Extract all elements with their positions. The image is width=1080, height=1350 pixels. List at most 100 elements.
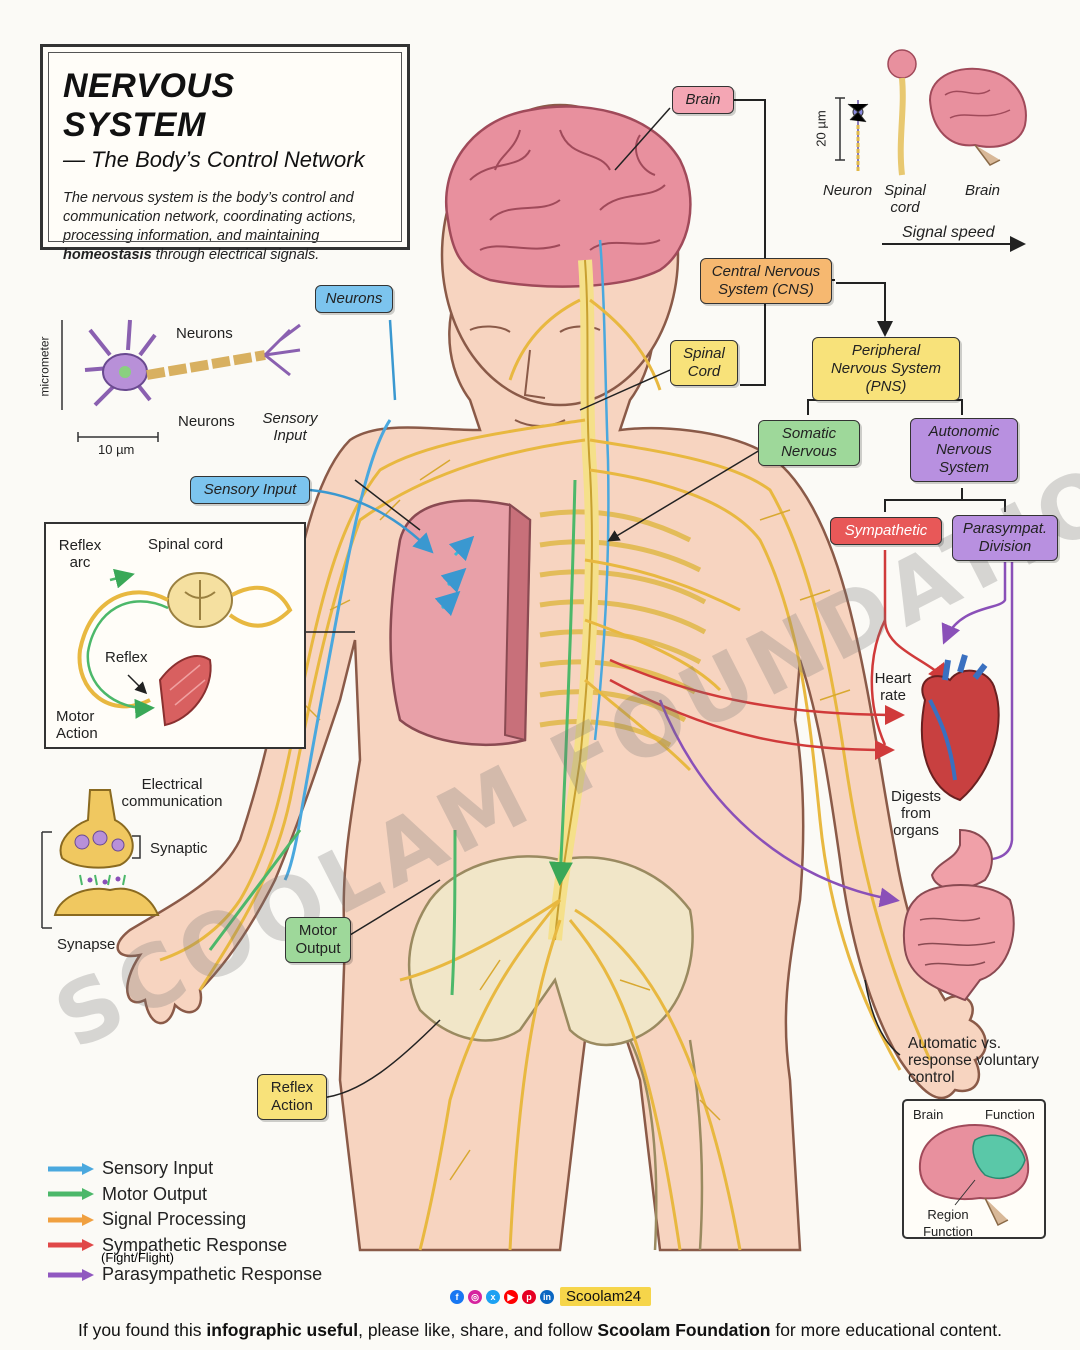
footer-bold-2: Scoolam Foundation (597, 1320, 771, 1340)
neuron-label-top: Neurons (176, 325, 233, 342)
nerves (159, 298, 932, 1251)
face (469, 325, 601, 427)
label-autonomic: Autonomic Nervous System (910, 418, 1018, 482)
lung-section (503, 503, 532, 742)
scale-panel (835, 49, 1027, 252)
heart-rate-label: Heart rate (874, 670, 912, 704)
bf-brain-label: Brain (913, 1107, 944, 1122)
social-bar: f ◎ x ▶ p in Scoolam24 (450, 1287, 652, 1306)
automatic-control-label: Automatic vs. response voluntary control (908, 1035, 1039, 1086)
social-handle[interactable]: Scoolam24 (560, 1287, 652, 1306)
footer-text-1: If you found this (77, 1320, 207, 1340)
motor-action-label: Motor Action (56, 708, 98, 742)
linkedin-icon[interactable]: in (540, 1289, 554, 1304)
footer-text-2: , please like, share, and follow (358, 1320, 598, 1340)
label-parasympathetic: Parasympat. Division (952, 515, 1058, 561)
legend-item: Motor Output (46, 1182, 322, 1208)
cns-to-pns-arrow (836, 282, 893, 337)
pinterest-icon[interactable]: p (522, 1289, 536, 1304)
digests-label: Digests from organs (890, 788, 942, 839)
neuron-axis-label: micrometer (37, 336, 52, 397)
pelvis-motor-signal (450, 829, 457, 996)
legend-arrow-icon (48, 1239, 94, 1252)
bf-region-label: Region Function (923, 1207, 973, 1239)
main-title: NERVOUS SYSTEM (63, 67, 235, 144)
scale-20um: 20 µm (813, 110, 829, 147)
legend-label: Parasympathetic Response (102, 1264, 323, 1285)
scale-brain-label: Brain (965, 182, 1001, 199)
description-bold: homeostasis (63, 247, 152, 263)
scale-neuron-label: Neuron (823, 182, 873, 199)
label-neurons: Neurons (315, 285, 393, 313)
lung-organ (389, 499, 532, 747)
spine-green-signal (548, 479, 577, 886)
youtube-icon[interactable]: ▶ (504, 1289, 518, 1304)
reflex-arc-label: Reflex arc (58, 537, 102, 571)
legend-label: Sympathetic Response (102, 1234, 288, 1255)
signal-speed-label: Signal speed (902, 224, 995, 241)
lung-signal-arrows (434, 535, 475, 617)
synapse-label: Synapse (57, 936, 116, 953)
label-sympathetic: Sympathetic (830, 517, 942, 545)
label-brain: Brain (672, 86, 734, 114)
reflex-spinal-label: Spinal cord (148, 536, 224, 553)
femur (628, 1039, 704, 1251)
sympathetic-arrows (609, 550, 949, 760)
legend-arrow-icon (48, 1268, 94, 1281)
legend-arrow-icon (48, 1188, 94, 1201)
legend-arrow-icon (48, 1213, 94, 1226)
spinal-cord-outline (554, 259, 593, 941)
facebook-icon[interactable]: f (450, 1289, 464, 1304)
ans-branch (884, 488, 1006, 512)
legend-item: Sensory Input (46, 1156, 322, 1182)
neuron-sensory-label: Sensory Input (262, 410, 318, 444)
label-spinal-cord: Spinal Cord (670, 340, 738, 386)
neuron-scale-label: 10 µm (98, 442, 135, 457)
neuron-label-bottom: Neurons (178, 413, 235, 430)
footer-text-3: for more educational content. (770, 1320, 1002, 1340)
x-icon[interactable]: x (486, 1289, 500, 1304)
spine-blue-signal (593, 239, 610, 741)
brain-function-panel (918, 1123, 1030, 1227)
arm-motor-signal (208, 829, 302, 951)
synapse-panel (41, 789, 160, 929)
label-reflex-action: Reflex Action (257, 1074, 327, 1120)
legend-item: Sympathetic Response (46, 1233, 322, 1259)
intestine-folds (917, 917, 996, 966)
footer: If you found this infographic useful, pl… (0, 1320, 1080, 1341)
legend-label: Motor Output (102, 1183, 208, 1204)
reflex-label: Reflex (105, 649, 148, 666)
description-part2: through electrical signals. (151, 247, 320, 263)
description: The nervous system is the body’s control… (63, 189, 387, 265)
scale-spinal-label: Spinal cord (884, 182, 926, 216)
synaptic-label: Synaptic (150, 840, 208, 857)
legend-item: Parasympathetic Response (46, 1262, 322, 1288)
footer-bold-1: infographic useful (206, 1320, 359, 1340)
label-pns: Peripheral Nervous System (PNS) (812, 337, 960, 401)
legend-arrow-icon (48, 1162, 94, 1175)
body-silhouette (116, 268, 987, 1252)
intestines (902, 884, 1015, 1002)
bf-function-label: Function (985, 1107, 1035, 1122)
legend-label: Sensory Input (102, 1158, 214, 1179)
reflex-panel (77, 568, 293, 727)
legend-sublabel: (Fight/Flight) (101, 1250, 174, 1265)
label-cns: Central Nervous System (CNS) (700, 258, 832, 304)
label-sensory-input: Sensory Input (190, 476, 310, 504)
legend-item: Signal Processing (46, 1207, 322, 1233)
arm-sensory-signal (283, 419, 392, 881)
title-box: NERVOUS SYSTEM — The Body’s Control Netw… (40, 44, 410, 263)
legend-label: Signal Processing (102, 1209, 247, 1230)
heart-illustration (921, 654, 1000, 802)
label-motor-output: Motor Output (285, 917, 351, 963)
brain-illustration (444, 105, 692, 288)
neuron-panel (61, 319, 301, 442)
electrical-communication-label: Electrical communication (121, 776, 223, 810)
label-somatic: Somatic Nervous (758, 420, 860, 466)
instagram-icon[interactable]: ◎ (468, 1289, 482, 1304)
subtitle: — The Body’s Control Network (63, 147, 365, 172)
description-part1: The nervous system is the body’s control… (63, 190, 357, 244)
